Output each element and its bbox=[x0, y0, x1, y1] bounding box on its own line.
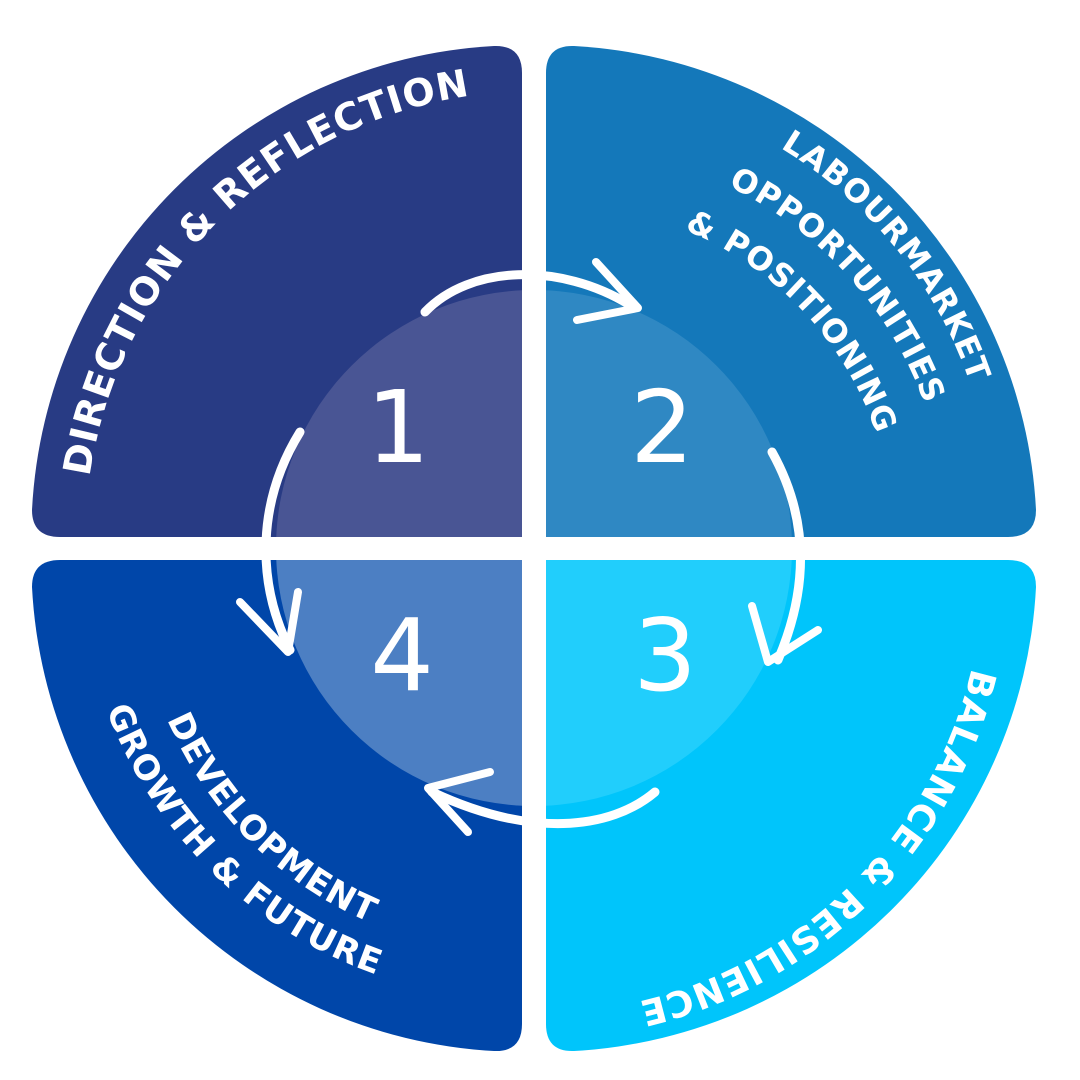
quadrant-1-inner-circle bbox=[276, 290, 522, 537]
quadrant-4-inner-circle bbox=[276, 560, 522, 806]
arrow-right-icon bbox=[767, 447, 805, 665]
quadrant-3-number: 3 bbox=[633, 597, 697, 714]
quadrant-4-number: 4 bbox=[370, 597, 434, 714]
quadrant-1: DIRECTION & REFLECTION 1 bbox=[32, 45, 522, 537]
quadrant-3-inner-circle bbox=[546, 560, 792, 806]
arrow-right-head-icon bbox=[748, 602, 822, 666]
arrow-bottom-head-icon bbox=[424, 768, 494, 836]
quadrant-2-inner-circle bbox=[546, 290, 792, 537]
arrow-left-head-icon bbox=[236, 588, 302, 656]
arrow-top-head-icon bbox=[573, 258, 642, 324]
quadrant-2-number: 2 bbox=[630, 369, 694, 486]
cycle-arrows bbox=[236, 258, 822, 836]
arrow-top-icon bbox=[420, 270, 635, 317]
arrow-left-icon bbox=[261, 427, 305, 655]
quadrant-2: LABOURMARKET OPPORTUNITIES & POSITIONING… bbox=[546, 45, 1036, 537]
arrow-bottom-icon bbox=[427, 787, 660, 828]
quadrant-1-number: 1 bbox=[366, 369, 430, 486]
quadrant-4: GROWTH & FUTURE DEVELOPMENT 4 bbox=[32, 560, 522, 1052]
